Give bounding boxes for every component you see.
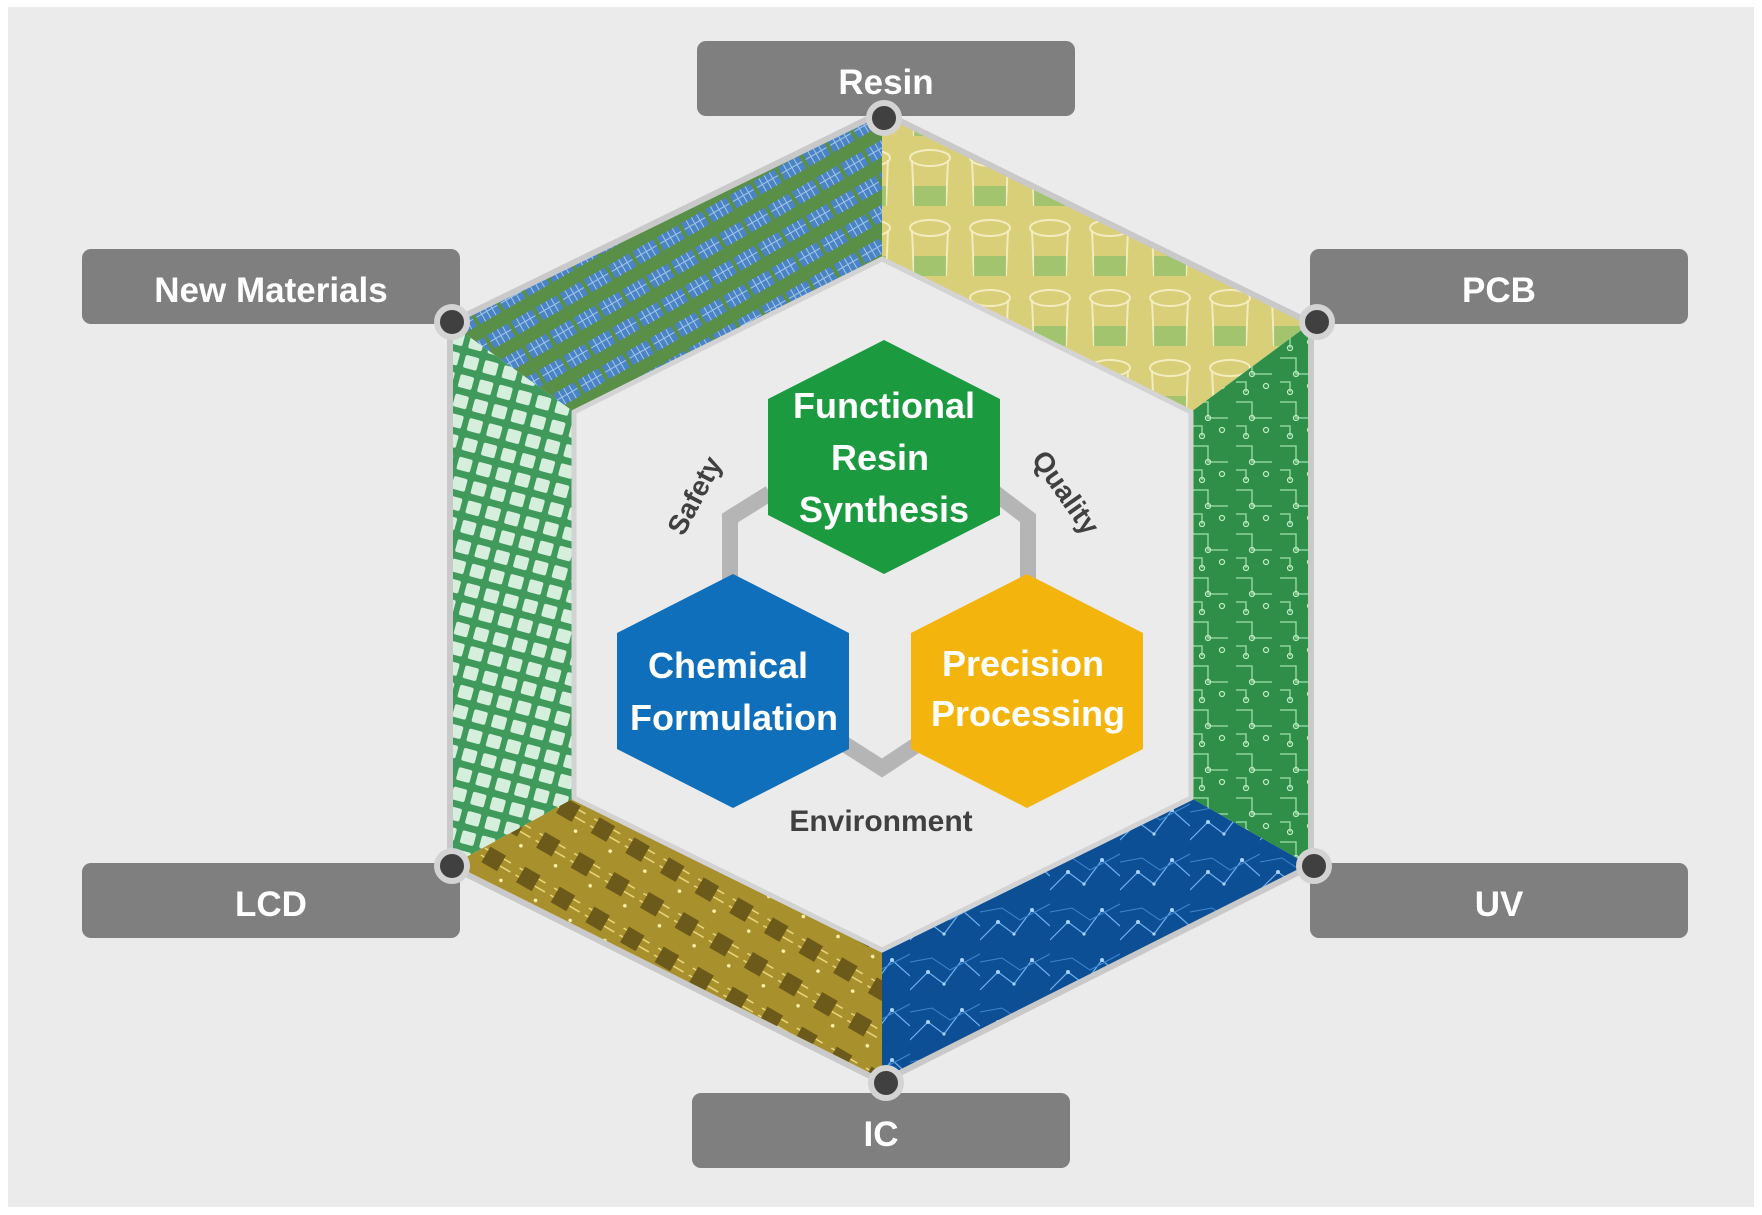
connector-quality	[990, 486, 1036, 590]
label-lcd: LCD	[82, 863, 460, 938]
core-connectors	[722, 486, 1036, 778]
label-uv: UV	[1310, 863, 1688, 938]
label-text-ic: IC	[864, 1115, 899, 1154]
label-box-new-materials	[82, 249, 460, 324]
label-text-new-materials: New Materials	[154, 271, 387, 310]
connector-safety	[722, 486, 775, 595]
dot-ic	[868, 1065, 904, 1101]
hex-precision-processing	[911, 574, 1143, 808]
label-text-resin: Resin	[838, 63, 933, 102]
dot-new-materials	[434, 304, 470, 340]
hex-chemical-formulation	[617, 574, 849, 808]
label-box-resin	[697, 41, 1075, 116]
dot-pcb	[1299, 304, 1335, 340]
label-box-ic	[692, 1093, 1070, 1168]
vertex-dots	[434, 100, 1335, 1101]
label-box-uv	[1310, 863, 1688, 938]
label-box-pcb	[1310, 249, 1688, 324]
dot-uv	[1296, 848, 1332, 884]
label-box-lcd	[82, 863, 460, 938]
chemical-line-2: Formulation	[630, 697, 838, 738]
segment-chip-circuit	[450, 798, 882, 1082]
hex-functional-resin-synthesis	[768, 340, 1000, 574]
label-text-lcd: LCD	[235, 885, 307, 924]
functional-line-1: Functional	[793, 385, 975, 426]
dot-lcd	[434, 848, 470, 884]
chemical-line-1: Chemical	[648, 645, 808, 686]
precision-line-2: Processing	[931, 693, 1125, 734]
value-environment: Environment	[789, 805, 972, 838]
dot-resin	[866, 100, 902, 136]
label-resin: Resin	[697, 41, 1075, 116]
functional-line-3: Synthesis	[799, 489, 969, 530]
segment-laptop-keyboard	[450, 323, 574, 866]
precision-line-1: Precision	[942, 643, 1104, 684]
segment-digital-network	[882, 798, 1311, 1082]
label-pcb: PCB	[1310, 249, 1688, 324]
label-ic: IC	[692, 1093, 1070, 1168]
label-text-pcb: PCB	[1462, 271, 1536, 310]
segment-circuit-board	[1191, 323, 1311, 866]
label-text-uv: UV	[1475, 885, 1524, 924]
connector-environment	[833, 733, 929, 778]
label-new-materials: New Materials	[82, 249, 460, 324]
segment-lab-test-tubes	[882, 112, 1311, 412]
functional-line-2: Resin	[831, 437, 929, 478]
segment-solar-panels	[450, 112, 882, 412]
